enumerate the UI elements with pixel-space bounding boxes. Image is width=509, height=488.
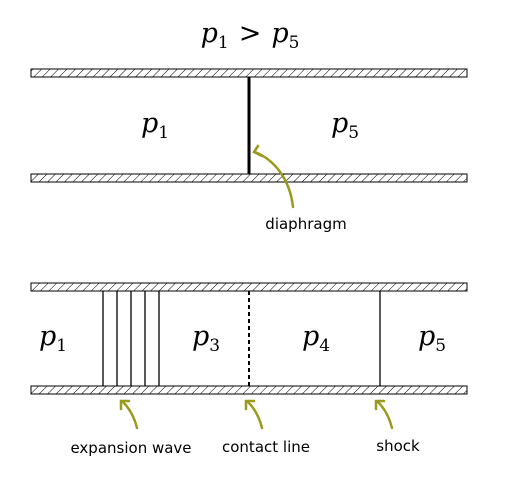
top-right-pressure: p5 [331,108,359,143]
expansion-wave-lines [102,291,160,386]
region-p5: p5 [418,321,446,356]
shock-label: shock [376,437,420,455]
region-p4: p4 [302,321,330,356]
pressure-condition: p1>p5 [201,18,300,53]
top-tube-lower-wall [30,173,468,183]
expansion-wave-label: expansion wave [70,439,191,457]
bottom-tube-upper-wall [30,282,468,292]
shock-arrow-icon [374,399,394,430]
diaphragm-label: diaphragm [265,215,346,233]
expansion-wave-arrow-icon [119,399,139,430]
region-p3: p3 [192,321,220,356]
bottom-tube-lower-wall [30,385,468,395]
contact-line-label: contact line [222,438,310,456]
contact-line-arrow-icon [244,399,264,430]
region-p1: p1 [39,321,67,356]
top-left-pressure: p1 [141,108,169,143]
top-tube-upper-wall [30,68,468,78]
diaphragm-arrow-icon [252,144,295,209]
